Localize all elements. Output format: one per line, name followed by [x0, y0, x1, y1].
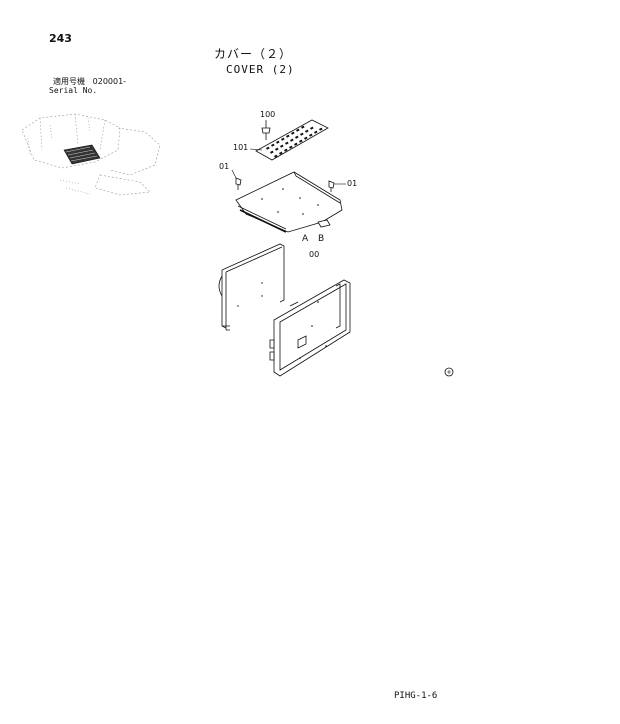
serial-label-english: Serial No.	[49, 86, 98, 95]
perforated-mat-101	[255, 119, 329, 161]
serial-applicability: 適用号機 020001-	[53, 78, 126, 86]
fastener-100-icon	[261, 120, 271, 140]
callout-100: 100	[260, 110, 276, 119]
callout-a: A	[302, 234, 309, 244]
machine-overview-thumbnail	[21, 113, 161, 196]
circled-mark-icon	[444, 367, 454, 377]
thumbnail-highlighted-part	[63, 144, 101, 165]
callout-b: B	[318, 234, 325, 244]
page-number: 243	[49, 32, 72, 45]
left-side-frame	[218, 243, 285, 331]
right-side-panel	[269, 279, 351, 377]
callout-01-left: 01	[219, 162, 230, 171]
footer-code: PIHG-1-6	[394, 691, 438, 701]
callout-01-right: 01	[347, 179, 358, 188]
fastener-01-left-icon	[235, 177, 242, 190]
part-a-b-clips	[317, 219, 331, 228]
serial-range: 020001-	[92, 77, 127, 86]
callout-101: 101	[233, 143, 249, 152]
page-title-english: COVER (2)	[226, 63, 295, 76]
page-title-japanese: カバー（２）	[214, 47, 293, 61]
callout-00: 00	[309, 250, 320, 259]
fastener-01-right-icon	[328, 180, 335, 192]
serial-label-japanese: 適用号機	[53, 77, 85, 86]
floor-cover-panel	[235, 171, 343, 233]
